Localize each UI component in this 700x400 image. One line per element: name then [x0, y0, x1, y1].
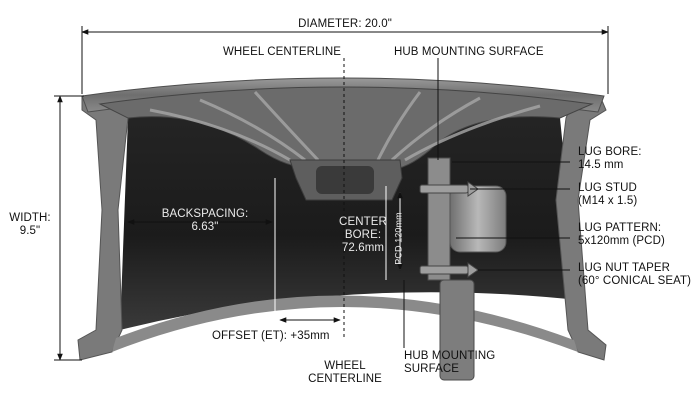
- hub-flange: [427, 157, 451, 281]
- lug-pattern-line1: LUG PATTERN:: [578, 222, 662, 234]
- lug-pattern-label: LUG PATTERN: 5x120mm (PCD): [578, 222, 665, 248]
- width-label-line1: WIDTH:: [9, 212, 51, 224]
- center-bore-label-line2: BORE:: [344, 229, 382, 241]
- center-bore-label: CENTER BORE: 72.6mm: [334, 216, 392, 255]
- hub-mounting-surface-bottom-line1: HUB MOUNTING: [404, 350, 496, 362]
- lug-bore-line1: LUG BORE:: [578, 146, 642, 158]
- backspacing-label-line2: 6.63": [191, 221, 219, 233]
- lug-stud-label: LUG STUD (M14 x 1.5): [578, 182, 637, 208]
- wheel-centerline-bottom-line1: WHEEL: [324, 360, 366, 372]
- wheel-centerline-bottom-label: WHEEL CENTERLINE: [300, 360, 390, 386]
- hub-mounting-surface-bottom-line2: SURFACE: [404, 363, 460, 375]
- lug-nut-taper-label: LUG NUT TAPER (60° CONICAL SEAT): [578, 262, 691, 288]
- width-label: WIDTH: 9.5": [4, 212, 56, 238]
- lug-pattern-line2: 5x120mm (PCD): [578, 235, 665, 247]
- lug-studs: [419, 181, 479, 278]
- center-bore: [316, 166, 374, 194]
- hub-mounting-surface-bottom-label: HUB MOUNTING SURFACE: [404, 350, 495, 376]
- rotor-disc: [439, 279, 475, 381]
- pcd-vertical-label: PCD 120mm: [393, 212, 404, 265]
- lug-bore-line2: 14.5 mm: [578, 159, 624, 171]
- lug-stud-line2: (M14 x 1.5): [578, 195, 638, 207]
- wheel-centerline-bottom-line2: CENTERLINE: [308, 373, 382, 385]
- backspacing-label: BACKSPACING: 6.63": [150, 208, 260, 234]
- barrel-left-wall: [77, 95, 129, 361]
- backspacing-label-line1: BACKSPACING:: [161, 208, 249, 220]
- wheel-centerline-top-label: WHEEL CENTERLINE: [222, 46, 342, 58]
- offset-label: OFFSET (ET): +35mm: [212, 330, 330, 342]
- hub-mounting-surface-top-label: HUB MOUNTING SURFACE: [394, 46, 544, 58]
- center-bore-label-line1: CENTER: [339, 216, 387, 228]
- center-bore-label-line3: 72.6mm: [341, 242, 385, 254]
- diameter-label: DIAMETER: 20.0": [298, 18, 392, 30]
- brake-rotor: [449, 185, 507, 253]
- spoke-highlights: [149, 90, 541, 162]
- width-label-line2: 9.5": [19, 225, 41, 237]
- lug-stud-line1: LUG STUD: [578, 182, 637, 194]
- lug-nut-taper-line1: LUG NUT TAPER: [578, 262, 671, 274]
- lug-bore-label: LUG BORE: 14.5 mm: [578, 146, 642, 172]
- lug-nut-taper-line2: (60° CONICAL SEAT): [578, 275, 692, 287]
